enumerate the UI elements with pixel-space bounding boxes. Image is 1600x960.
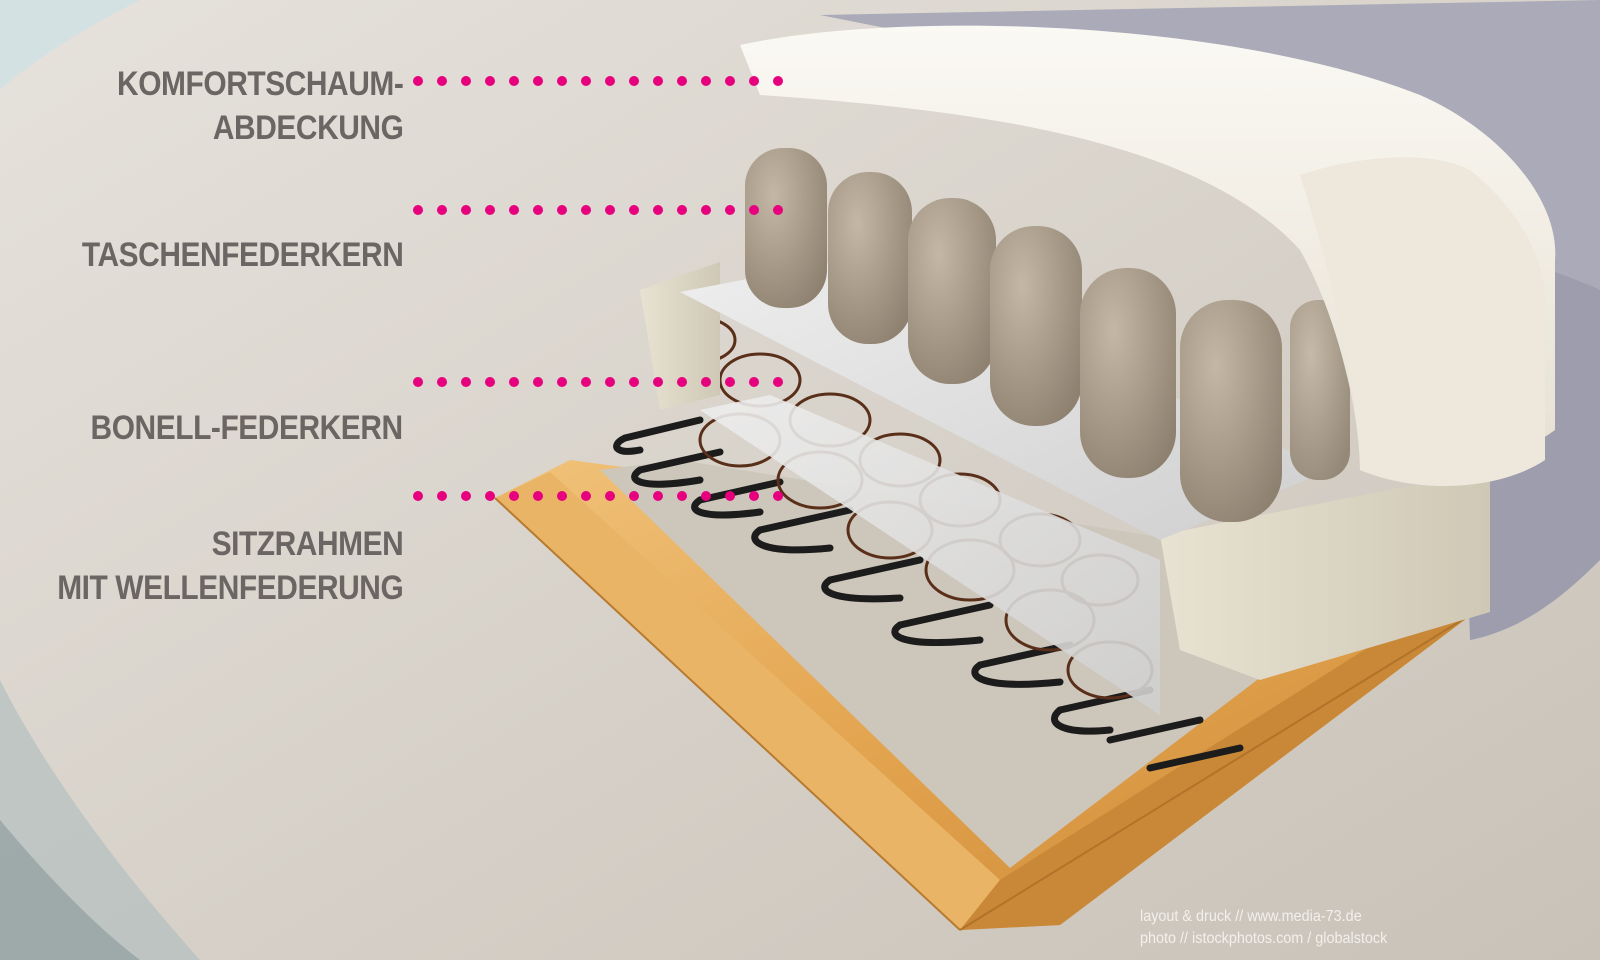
pocket-springs <box>745 148 1350 522</box>
label-taschenfederkern: TASCHENFEDERKERN <box>81 233 403 277</box>
leader-dots-sitzrahmen <box>413 491 783 501</box>
comfort-foam-layer <box>740 25 1556 487</box>
label-komfortschaum-line2: ABDECKUNG <box>212 109 403 147</box>
label-sitzrahmen: SITZRAHMEN MIT WELLENFEDERUNG <box>56 522 404 610</box>
leader-dots-bonell <box>413 377 783 387</box>
credits: layout & druck // www.media-73.de photo … <box>1140 906 1387 950</box>
label-komfortschaum-line1: KOMFORTSCHAUM- <box>116 65 404 103</box>
label-komfortschaum: KOMFORTSCHAUM- ABDECKUNG <box>116 62 404 150</box>
label-taschenfederkern-line1: TASCHENFEDERKERN <box>81 236 403 274</box>
leader-lines <box>413 76 783 501</box>
credits-layout: layout & druck // www.media-73.de <box>1140 908 1362 925</box>
leader-dots-taschenfederkern <box>413 205 783 215</box>
label-sitzrahmen-line2: MIT WELLENFEDERUNG <box>56 569 404 607</box>
wave-springs <box>613 416 1244 772</box>
label-bonell-line1: BONELL-FEDERKERN <box>90 409 404 447</box>
label-bonell-federkern: BONELL-FEDERKERN <box>90 406 404 450</box>
credits-photo: photo // istockphotos.com / globalstock <box>1140 930 1388 947</box>
leader-dots-komfortschaum <box>413 76 783 86</box>
label-sitzrahmen-line1: SITZRAHMEN <box>211 525 403 563</box>
